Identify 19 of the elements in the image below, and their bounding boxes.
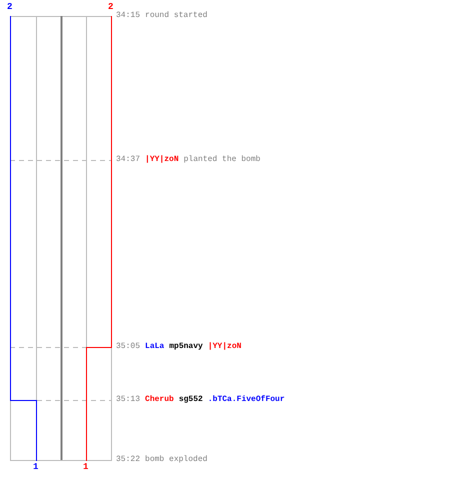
event-text: planted the bomb — [184, 156, 260, 164]
player-count: 1 — [33, 463, 38, 472]
player-name: |YY|zoN — [208, 343, 242, 351]
timestamp: 34:37 — [116, 156, 140, 164]
timestamp: 34:15 — [116, 12, 140, 20]
weapon-name: sg552 — [178, 396, 203, 404]
player-name: LaLa — [145, 343, 164, 351]
player-count: 2 — [7, 3, 12, 12]
timestamp: 35:13 — [116, 396, 140, 404]
player-count: 1 — [83, 463, 88, 472]
player-name: .bTCa.FiveOfFour — [208, 396, 285, 404]
player-count: 2 — [108, 3, 114, 12]
event-text: round started — [145, 12, 208, 20]
timestamp: 35:22 — [116, 456, 140, 464]
timestamp: 35:05 — [116, 343, 140, 351]
weapon-name: mp5navy — [169, 343, 203, 351]
event-text: bomb exploded — [145, 456, 208, 464]
player-name: Cherub — [145, 396, 174, 404]
player-name: |YY|zoN — [145, 156, 179, 164]
